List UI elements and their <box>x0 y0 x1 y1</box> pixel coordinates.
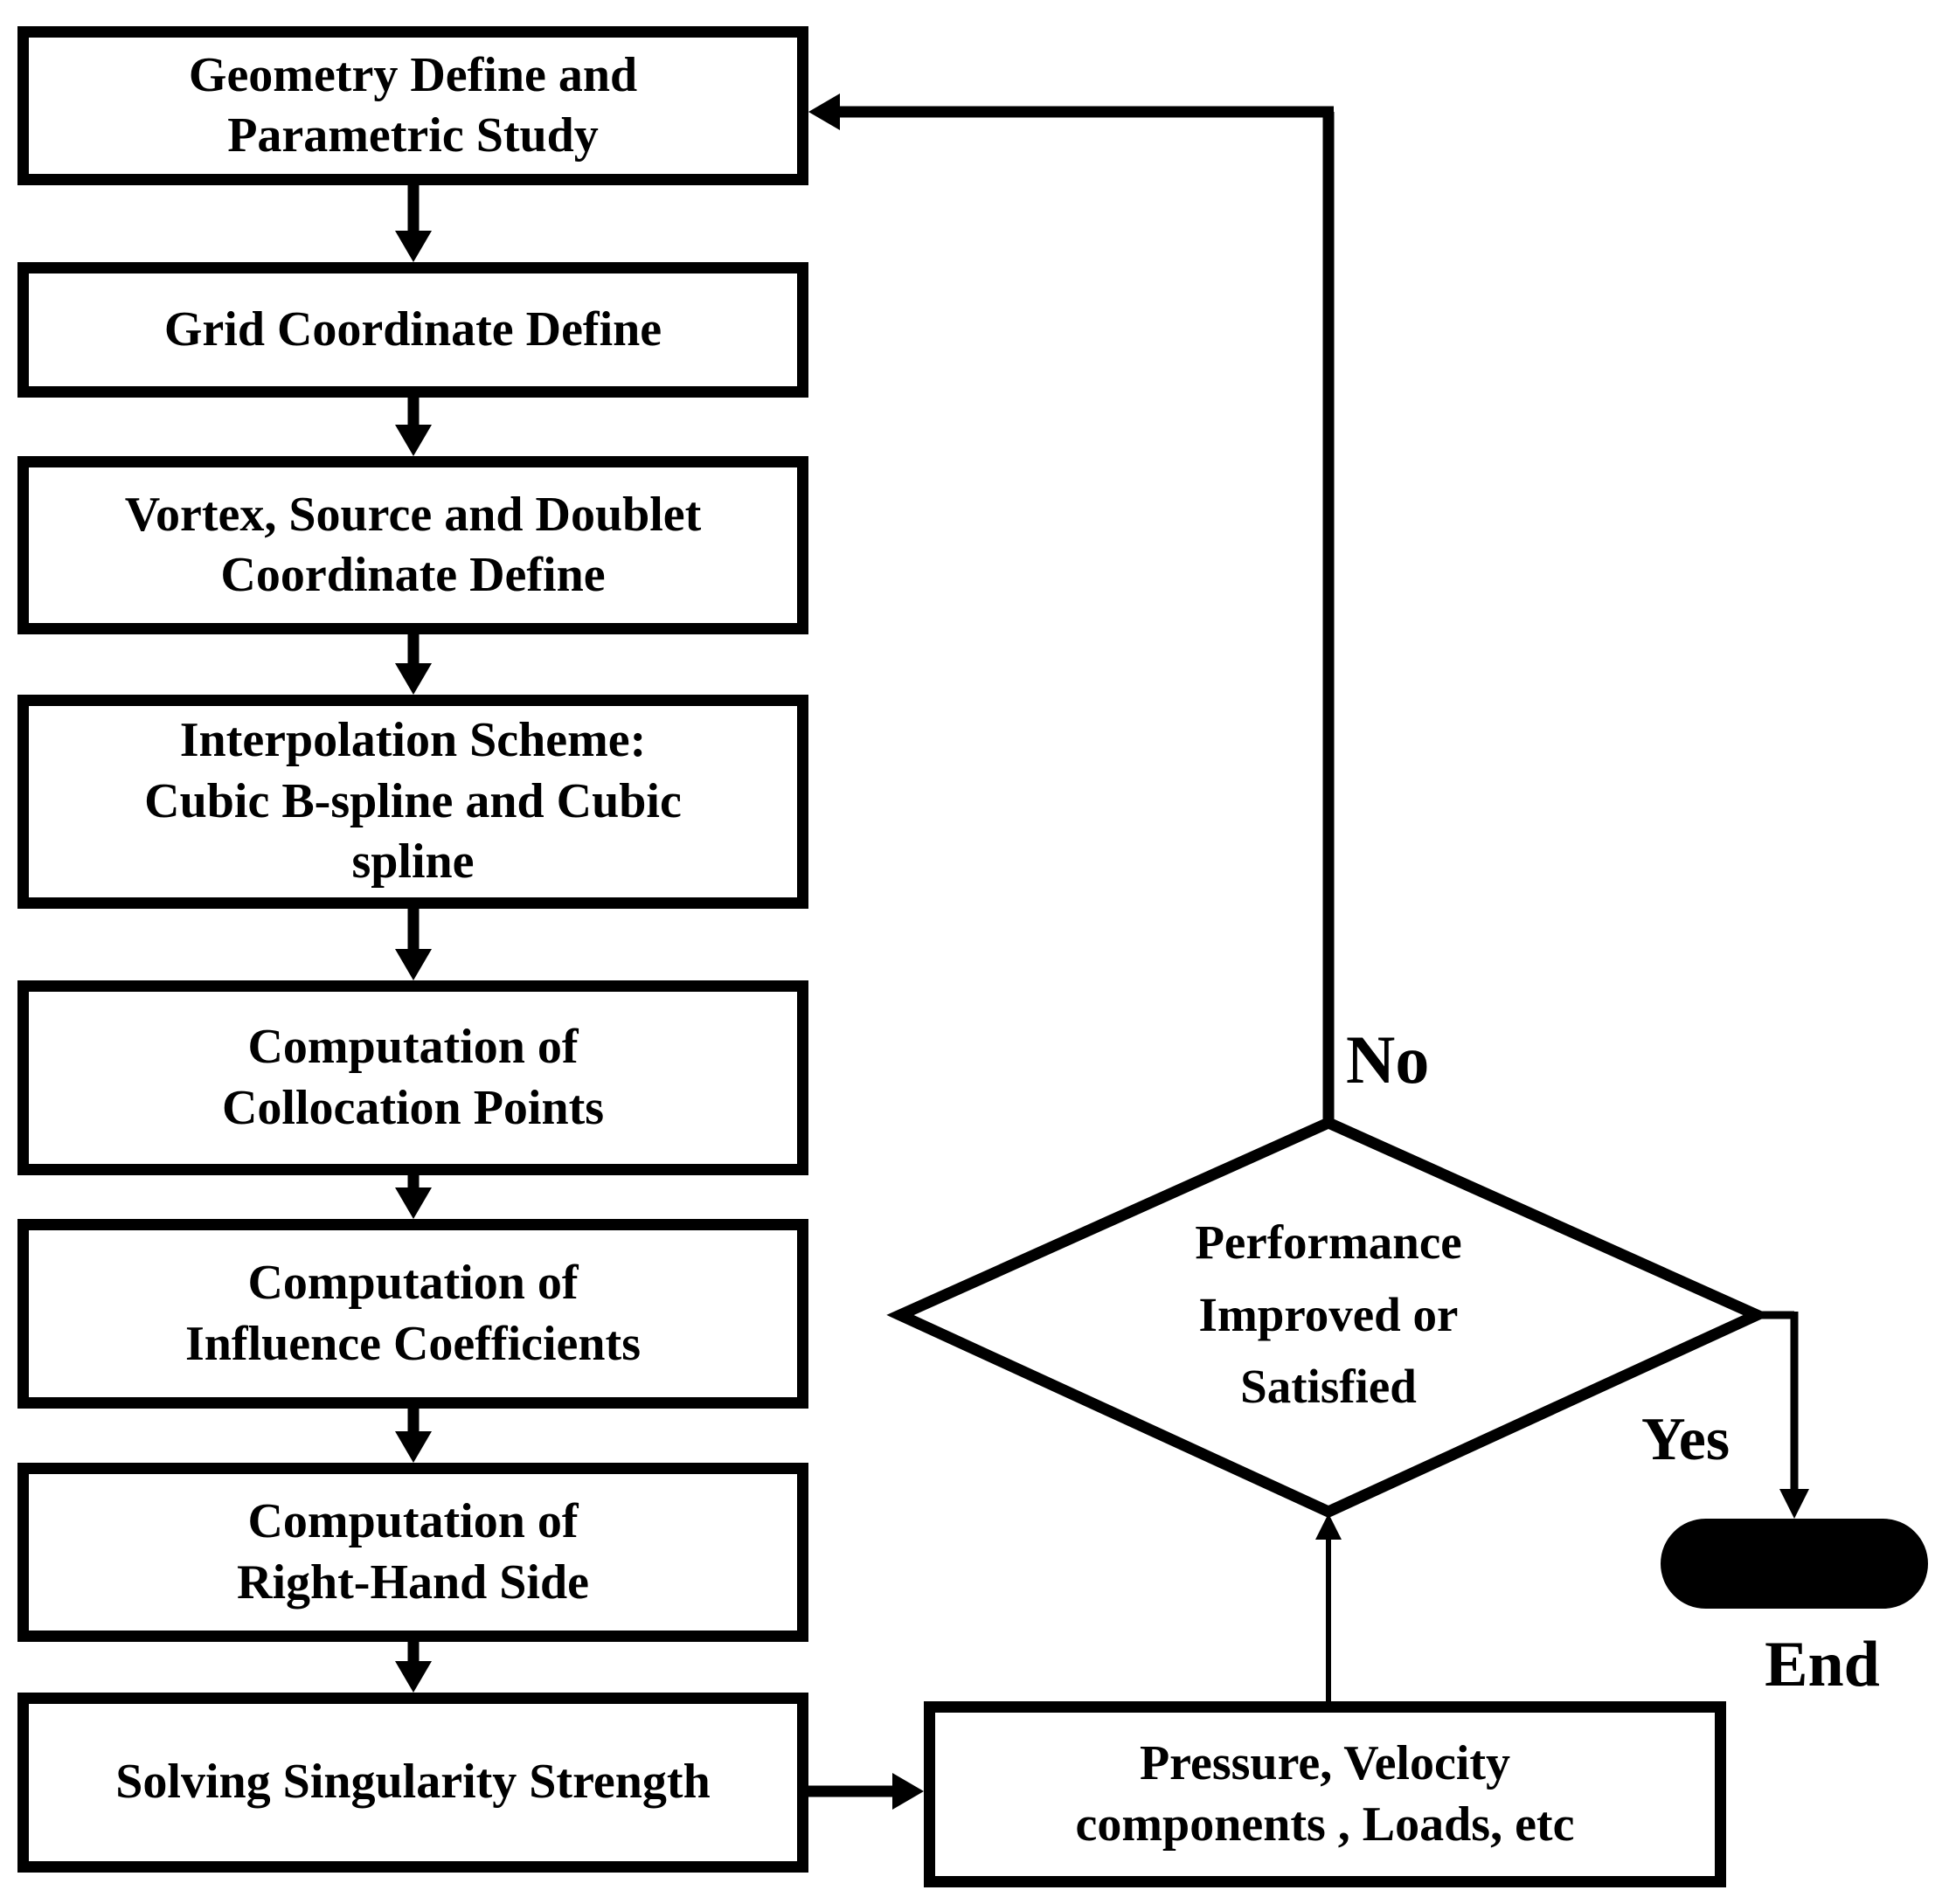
process-box-interpolation-scheme: Interpolation Scheme: Cubic B-spline and… <box>17 695 808 909</box>
process-box-results: Pressure, Velocity components , Loads, e… <box>924 1701 1726 1887</box>
arrow-vortex-to-interpolation <box>395 634 432 695</box>
arrow-geometry-to-grid <box>395 185 432 262</box>
decision-performance-label: Performance Improved or Satisfied <box>1195 1215 1462 1414</box>
process-box-influence-coefficients: Computation of Influence Coefficients <box>17 1219 808 1409</box>
arrow-solving-to-results <box>808 1773 924 1810</box>
terminator-end-label: End <box>1765 1629 1880 1700</box>
arrow-rhs-to-solving <box>395 1642 432 1693</box>
arrow-influence-to-rhs <box>395 1409 432 1463</box>
process-box-geometry-define: Geometry Define and Parametric Study <box>17 26 808 185</box>
branch-label-yes: Yes <box>1641 1406 1731 1473</box>
terminator-end-pill <box>1661 1519 1928 1609</box>
arrow-grid-to-vortex <box>395 398 432 456</box>
decision-diamond-shape <box>886 1116 1771 1519</box>
feedback-no-path <box>808 93 1335 1125</box>
process-box-solving-singularity: Solving Singularity Strength <box>17 1693 808 1873</box>
arrow-interpolation-to-collocation <box>395 909 432 980</box>
yes-path <box>1755 1311 1809 1519</box>
branch-label-no: No <box>1346 1021 1430 1097</box>
arrow-results-to-decision <box>1315 1513 1342 1701</box>
arrow-collocation-to-influence <box>395 1175 432 1219</box>
process-box-grid-coordinate: Grid Coordinate Define <box>17 262 808 398</box>
process-box-collocation-points: Computation of Collocation Points <box>17 980 808 1175</box>
process-box-vortex-source-doublet: Vortex, Source and Doublet Coordinate De… <box>17 456 808 634</box>
process-box-right-hand-side: Computation of Right-Hand Side <box>17 1463 808 1642</box>
